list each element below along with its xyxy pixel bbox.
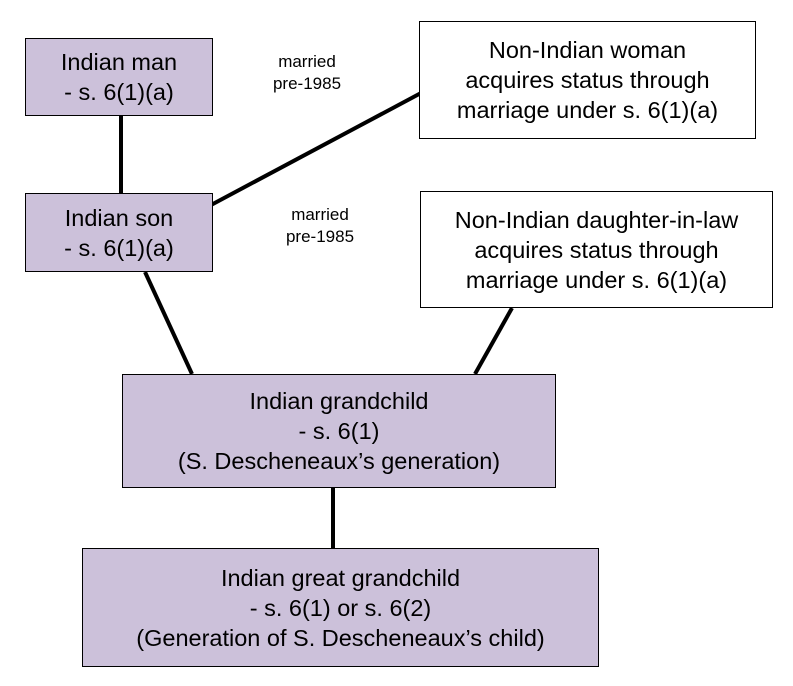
line-son-to-grandchild <box>143 271 194 375</box>
note-marriage-2: married pre-1985 <box>265 204 375 248</box>
node-line: acquires status through <box>465 67 710 93</box>
node-line: marriage under s. 6(1)(a) <box>456 97 719 123</box>
node-line: Indian son <box>64 204 174 231</box>
note-line: pre-1985 <box>285 227 355 246</box>
note-marriage-1: married pre-1985 <box>252 51 362 95</box>
note-line: married <box>291 205 349 224</box>
node-line: Indian great grandchild <box>220 564 461 591</box>
node-indian-son: Indian son - s. 6(1)(a) <box>25 193 213 272</box>
node-line: acquires status through <box>474 236 719 263</box>
node-indian-grandchild: Indian grandchild - s. 6(1) (S. Deschene… <box>122 374 556 488</box>
node-line: - s. 6(1)(a) <box>64 234 174 261</box>
node-line: Non-Indian woman <box>488 37 687 63</box>
line-son-to-non-indian-woman <box>210 91 422 207</box>
node-line: Indian man <box>60 49 178 75</box>
node-non-indian-woman: Non-Indian woman acquires status through… <box>419 21 756 139</box>
node-line: - s. 6(1)(a) <box>64 79 174 105</box>
node-line: - s. 6(1) or s. 6(2) <box>249 594 432 621</box>
node-line: - s. 6(1) <box>298 418 380 444</box>
node-line: (S. Descheneaux’s generation) <box>177 448 501 474</box>
line-daughter-in-law-to-grandchild <box>473 307 514 375</box>
node-non-indian-daughter-in-law: Non-Indian daughter-in-law acquires stat… <box>420 191 773 308</box>
note-line: pre-1985 <box>272 74 342 93</box>
node-indian-great-grandchild: Indian great grandchild - s. 6(1) or s. … <box>82 548 599 667</box>
node-line: (Generation of S. Descheneaux’s child) <box>136 624 545 651</box>
node-line: marriage under s. 6(1)(a) <box>465 266 728 293</box>
note-line: married <box>278 52 336 71</box>
node-line: Indian grandchild <box>249 388 429 414</box>
node-indian-man: Indian man - s. 6(1)(a) <box>25 38 213 116</box>
node-line: Non-Indian daughter-in-law <box>454 206 739 233</box>
